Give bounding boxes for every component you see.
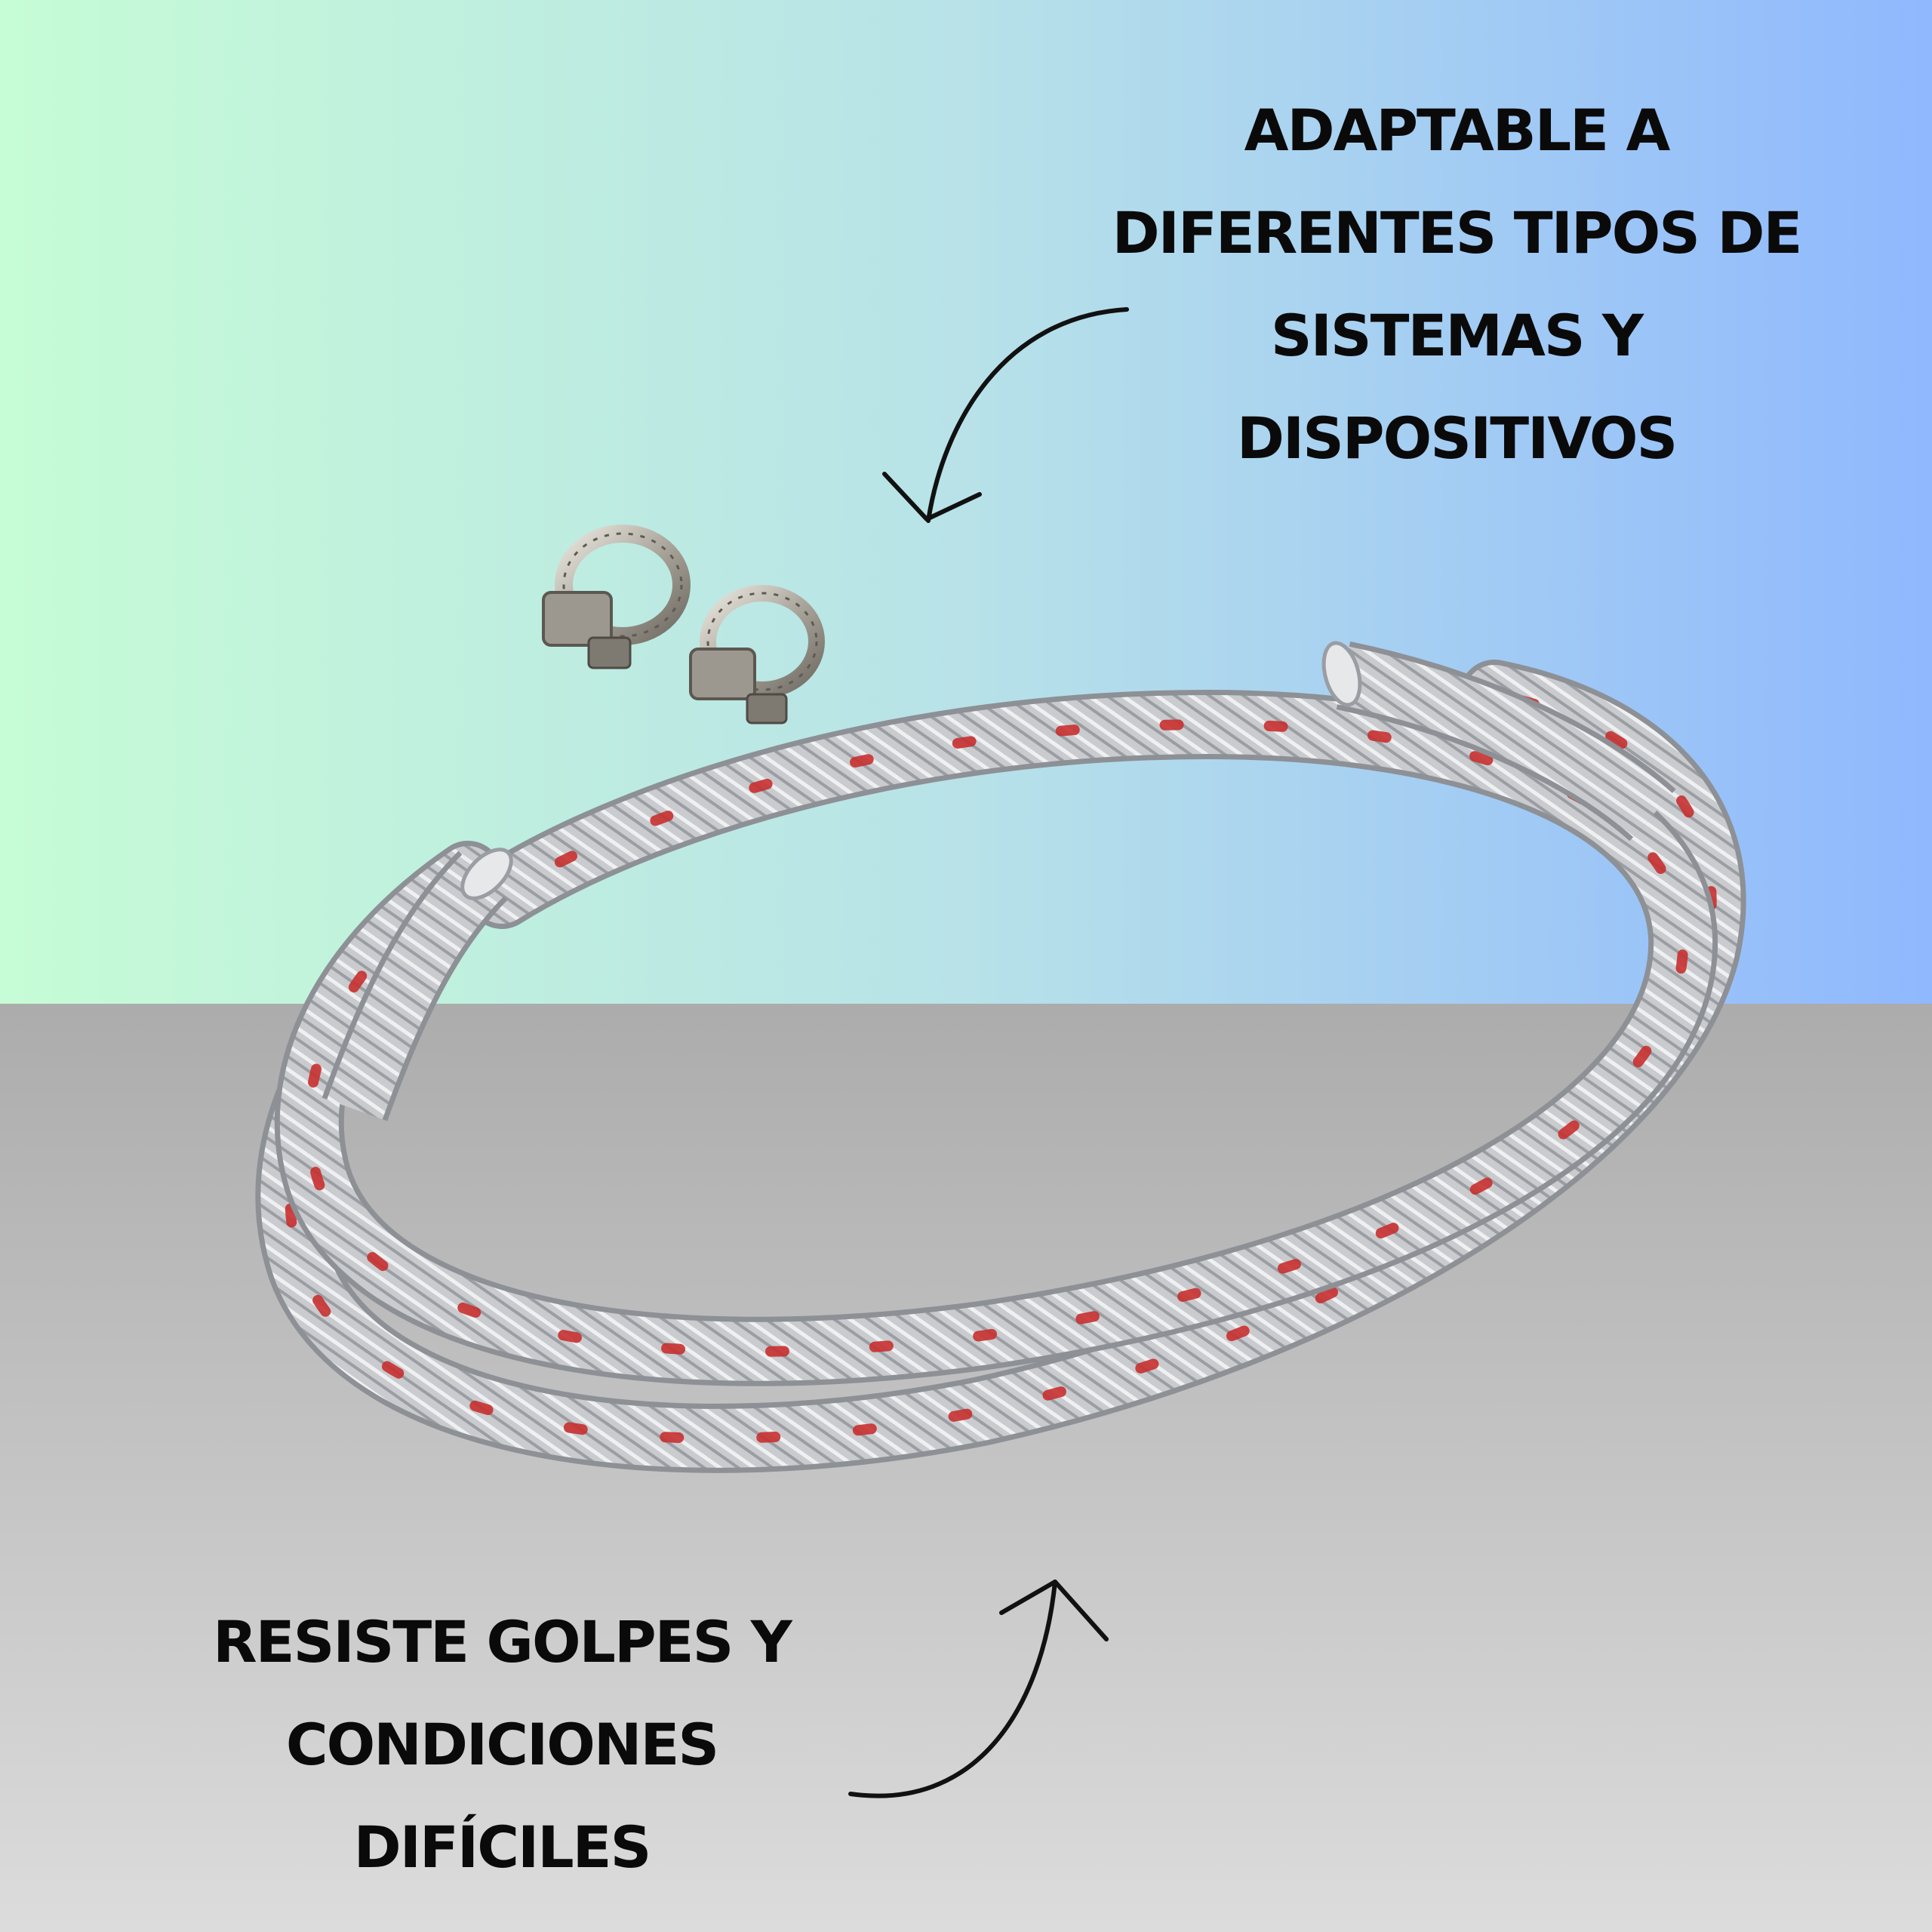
curved-arrow-icon	[848, 1580, 1109, 1798]
hose-clamp-left	[542, 525, 691, 669]
caption-top-line: DIFERENTES TIPOS DE	[1112, 199, 1803, 266]
caption-bottom-line: CONDICIONES	[285, 1711, 719, 1778]
hose-upper-loop	[274, 689, 1718, 1386]
caption-top-line: SISTEMAS Y	[1270, 302, 1644, 369]
caption-top-line: DISPOSITIVOS	[1236, 405, 1678, 472]
caption-bottom: RESISTE GOLPES Y CONDICIONES DIFÍCILES	[189, 1591, 815, 1899]
caption-top: ADAPTABLE A DIFERENTES TIPOS DE SISTEMAS…	[1087, 79, 1826, 490]
hose-end-left	[321, 848, 513, 1121]
hose-end-right	[1321, 641, 1676, 841]
curved-arrow-icon	[882, 307, 1129, 523]
caption-bottom-line: RESISTE GOLPES Y	[213, 1608, 792, 1675]
caption-top-line: ADAPTABLE A	[1244, 97, 1671, 164]
hose-clamp-right	[689, 585, 825, 724]
caption-bottom-line: DIFÍCILES	[353, 1814, 652, 1881]
